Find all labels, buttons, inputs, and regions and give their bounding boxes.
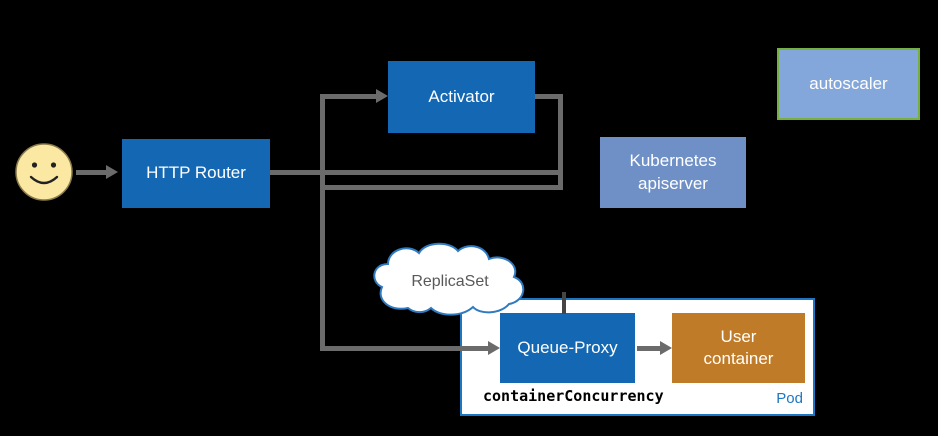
arrowhead-into-user-container (660, 341, 672, 355)
kubernetes-apiserver-node: Kubernetes apiserver (600, 137, 746, 208)
http-router-node: HTTP Router (122, 139, 270, 208)
user-smiley-icon (14, 142, 74, 202)
user-container-node: User container (672, 313, 805, 383)
connector-to-queue-proxy (320, 346, 488, 351)
pod-label: Pod (776, 390, 803, 407)
autoscaler-node: autoscaler (777, 48, 920, 120)
connector-junction-vertical (320, 94, 325, 351)
arrowhead-into-router (106, 165, 118, 179)
connector-activator-right-stub (535, 94, 563, 99)
activator-node: Activator (388, 61, 535, 133)
connector-activator-return (320, 185, 563, 190)
container-concurrency-annotation: containerConcurrency (483, 387, 664, 405)
queue-proxy-node: Queue-Proxy (500, 313, 635, 383)
replicaset-cloud-shape (368, 240, 540, 320)
connector-user-to-router (76, 170, 108, 175)
pod-group: Queue-Proxy User container containerConc… (460, 298, 815, 416)
replicaset-label: ReplicaSet (411, 273, 489, 290)
arrowhead-into-activator (376, 89, 388, 103)
connector-queueproxy-to-usercontainer (637, 346, 660, 351)
connector-activator-right-vertical (558, 94, 563, 190)
arrowhead-into-queue-proxy (488, 341, 500, 355)
connector-router-out (270, 170, 563, 175)
connector-replicaset-to-pod (562, 292, 566, 314)
connector-to-activator (320, 94, 376, 99)
